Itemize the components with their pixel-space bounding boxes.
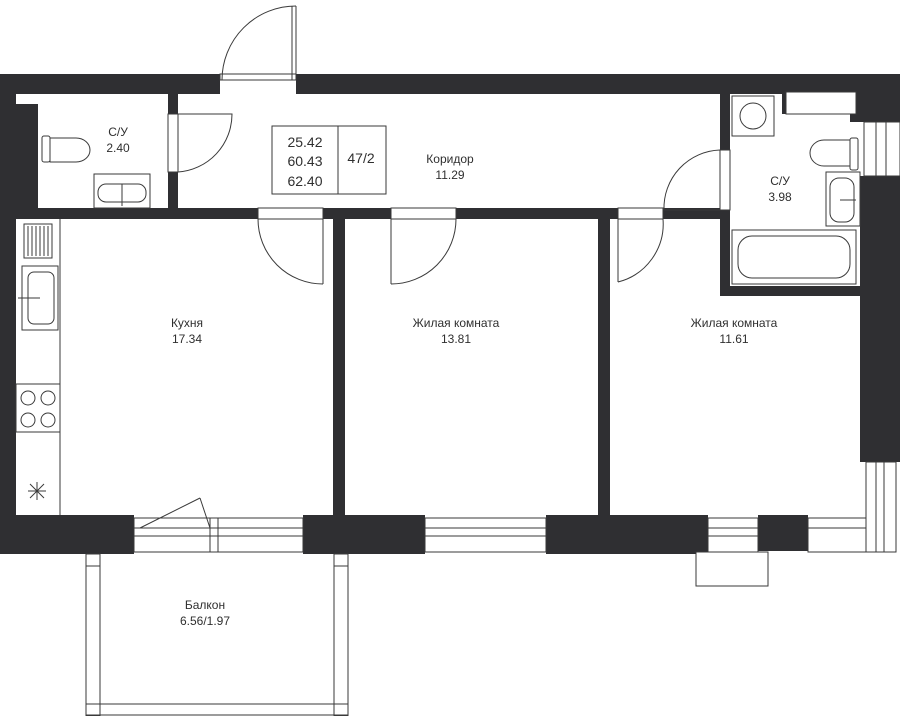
small-bathroom-fixtures	[41, 135, 151, 209]
balcony	[85, 553, 349, 716]
kitchen-fixtures	[15, 219, 61, 515]
total-with-balcony-value: 62.40	[287, 173, 322, 189]
kitchen-name: Кухня	[171, 316, 203, 330]
large-bathroom-fixtures	[731, 95, 861, 285]
total-area-value: 60.43	[287, 153, 322, 169]
room-labels: С/У 2.40 Коридор 11.29 С/У 3.98 Кухня 17…	[106, 125, 792, 628]
corridor-name: Коридор	[426, 152, 474, 166]
kitchen-area: 17.34	[172, 332, 202, 346]
bathroom-large-area: 3.98	[768, 190, 792, 204]
balcony-name: Балкон	[185, 598, 225, 612]
bathroom-large-name: С/У	[770, 174, 790, 188]
apartment-number: 47/2	[347, 150, 374, 166]
balcony-area: 6.56/1.97	[180, 614, 230, 628]
bathroom-small-name: С/У	[108, 125, 128, 139]
doors	[167, 5, 731, 285]
living-room-1-area: 13.81	[441, 332, 471, 346]
windows	[133, 121, 900, 587]
walls	[0, 74, 900, 554]
area-summary-box: 25.42 60.43 62.40 47/2	[271, 125, 387, 195]
living-room-2-name: Жилая комната	[691, 316, 778, 330]
living-room-2-area: 11.61	[719, 332, 748, 346]
bathroom-small-area: 2.40	[106, 141, 130, 155]
living-room-1-name: Жилая комната	[413, 316, 500, 330]
living-area-value: 25.42	[287, 134, 322, 150]
corridor-area: 11.29	[435, 168, 464, 182]
